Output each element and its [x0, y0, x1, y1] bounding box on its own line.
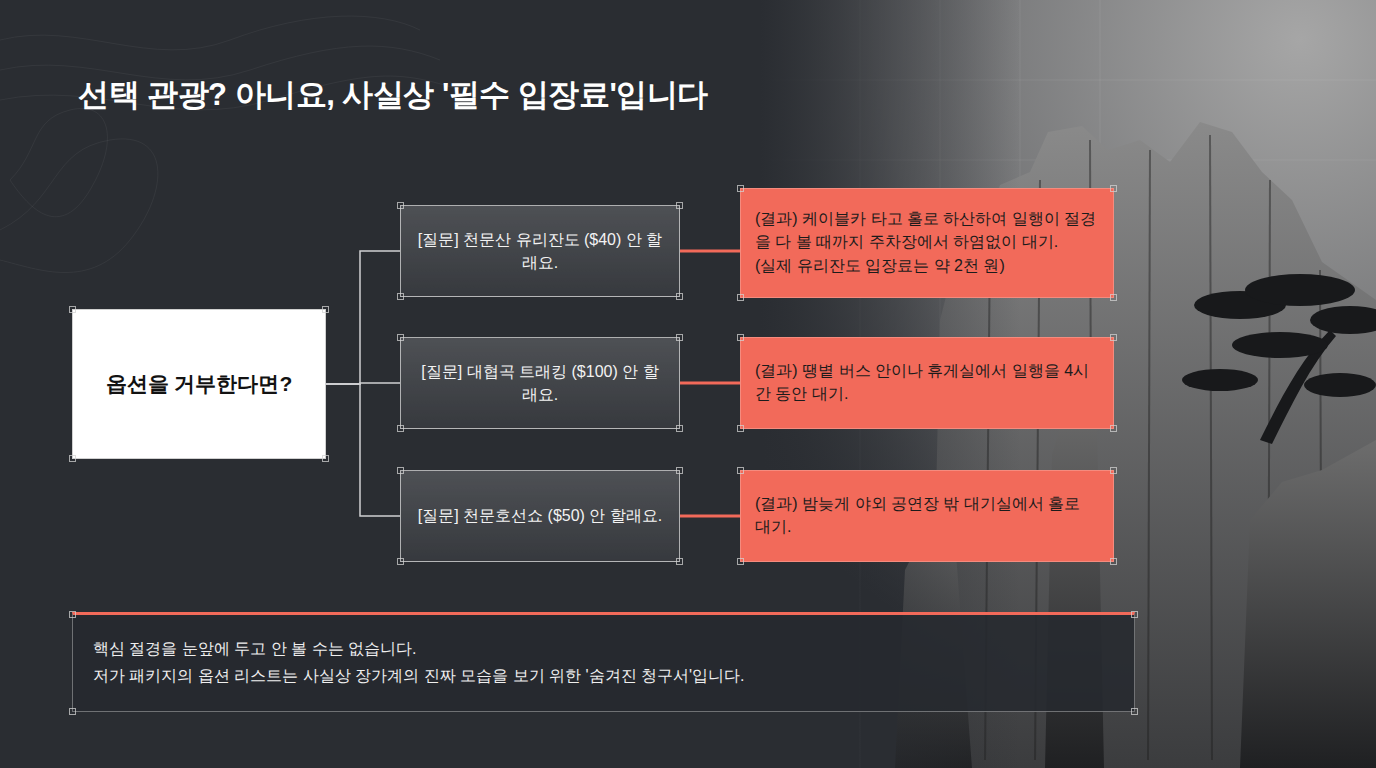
box-text: (결과) 밤늦게 야외 공연장 밖 대기실에서 홀로 대기. [755, 493, 1099, 538]
corner-tick [676, 467, 683, 474]
decision-box: 옵션을 거부한다면? [72, 309, 326, 459]
corner-tick [737, 334, 744, 341]
box-text: [질문] 대협곡 트래킹 ($100) 안 할래요. [415, 360, 665, 406]
question-box: [질문] 천문산 유리잔도 ($40) 안 할래요. [400, 205, 680, 297]
contour-lines [0, 16, 460, 272]
corner-tick [397, 425, 404, 432]
corner-tick [1131, 611, 1138, 618]
corner-tick [1110, 185, 1117, 192]
front-cliff [1240, 440, 1376, 768]
corner-tick [397, 202, 404, 209]
corner-tick [1110, 294, 1117, 301]
corner-tick [397, 558, 404, 565]
corner-tick [737, 294, 744, 301]
result-box: (결과) 밤늦게 야외 공연장 밖 대기실에서 홀로 대기. [740, 470, 1114, 562]
slide-title: 선택 관광? 아니요, 사실상 '필수 입장료'입니다 [78, 74, 708, 116]
corner-tick [676, 202, 683, 209]
question-box: [질문] 대협곡 트래킹 ($100) 안 할래요. [400, 337, 680, 429]
box-text: (결과) 케이블카 타고 홀로 하산하여 일행이 절경을 다 볼 때까지 주차장… [755, 208, 1099, 253]
box-text: 옵션을 거부한다면? [89, 370, 309, 398]
corner-tick [1131, 708, 1138, 715]
corner-tick [737, 185, 744, 192]
corner-tick [322, 455, 329, 462]
result-box: (결과) 케이블카 타고 홀로 하산하여 일행이 절경을 다 볼 때까지 주차장… [740, 188, 1114, 298]
corner-tick [676, 558, 683, 565]
corner-tick [676, 334, 683, 341]
corner-tick [322, 306, 329, 313]
corner-tick [1110, 558, 1117, 565]
corner-tick [676, 425, 683, 432]
corner-tick [737, 558, 744, 565]
corner-tick [676, 293, 683, 300]
pine-tree [1182, 274, 1376, 444]
box-text: [질문] 천문산 유리잔도 ($40) 안 할래요. [415, 228, 665, 274]
corner-tick [397, 334, 404, 341]
corner-tick [69, 306, 76, 313]
corner-tick [737, 425, 744, 432]
result-box: (결과) 땡볕 버스 안이나 휴게실에서 일행을 4시간 동안 대기. [740, 337, 1114, 429]
box-text: [질문] 천문호선쇼 ($50) 안 할래요. [415, 504, 665, 527]
corner-tick [69, 708, 76, 715]
corner-tick [397, 467, 404, 474]
corner-tick [1110, 467, 1117, 474]
conclusion-box: 핵심 절경을 눈앞에 두고 안 볼 수는 없습니다.저가 패키지의 옵션 리스트… [72, 612, 1135, 712]
branch-line [326, 251, 400, 384]
corner-tick [397, 293, 404, 300]
branch-line [326, 384, 400, 516]
corner-tick [69, 611, 76, 618]
box-text: 저가 패키지의 옵션 리스트는 사실상 장가계의 진짜 모습을 보기 위한 '숨… [93, 664, 1114, 689]
box-text: 핵심 절경을 눈앞에 두고 안 볼 수는 없습니다. [93, 637, 1114, 662]
question-box: [질문] 천문호선쇼 ($50) 안 할래요. [400, 470, 680, 562]
corner-tick [737, 467, 744, 474]
box-text: (결과) 땡볕 버스 안이나 휴게실에서 일행을 4시간 동안 대기. [755, 360, 1099, 405]
corner-tick [1110, 425, 1117, 432]
corner-tick [1110, 334, 1117, 341]
corner-tick [69, 455, 76, 462]
result-connector [680, 250, 740, 253]
result-connector [680, 382, 740, 385]
result-connector [680, 515, 740, 518]
box-text: (실제 유리잔도 입장료는 약 2천 원) [755, 255, 1099, 278]
